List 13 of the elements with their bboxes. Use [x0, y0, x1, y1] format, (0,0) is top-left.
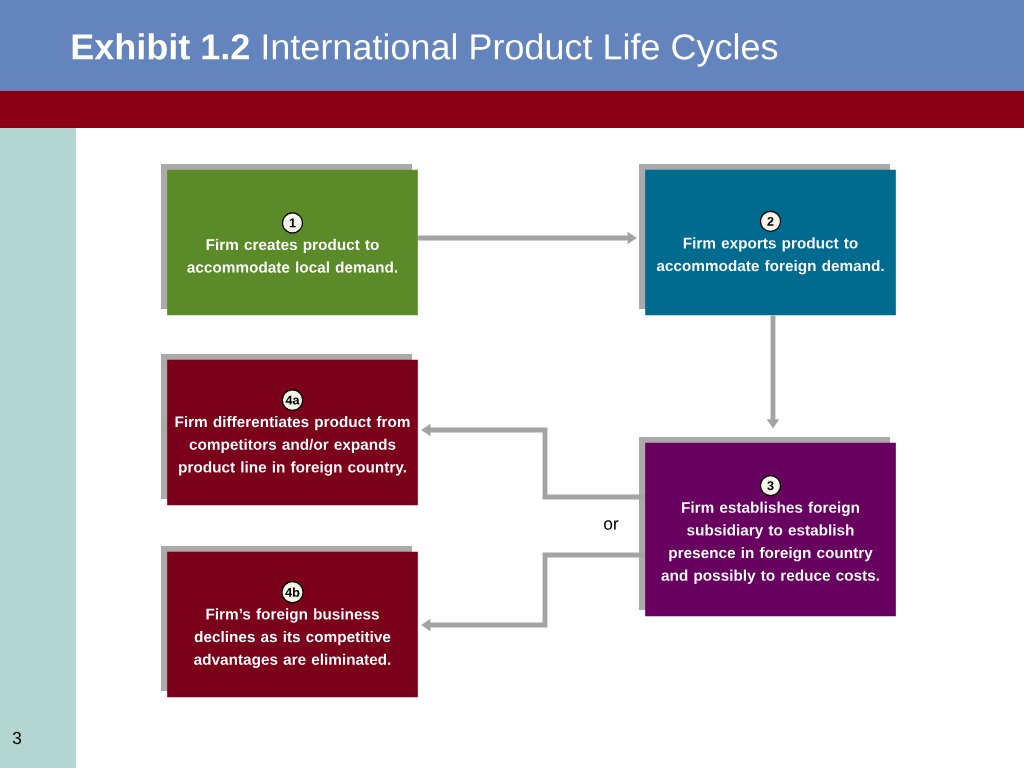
step-number: 4a	[281, 389, 304, 411]
step-number: 1	[281, 212, 304, 234]
title: Exhibit 1.2 International Product Life Cycles	[72, 33, 778, 67]
process-box: 4a Firm differentiates product from competitors and/or expands product line in foreign country.	[161, 354, 418, 506]
connector-label: or	[604, 520, 619, 530]
process-box: 4b Firm’s foreign business declines as its competitive advantages are eliminated.	[161, 546, 418, 698]
step-number: 3	[759, 475, 782, 497]
process-box: 3 Firm establishes foreign subsidiary to establish presence in foreign country and possibly to reduce costs.	[639, 437, 896, 617]
step-number: 2	[759, 210, 782, 232]
step-number: 4b	[281, 581, 304, 604]
process-box: 1 Firm creates product to accommodate local demand.	[161, 164, 418, 316]
process-box: 2 Firm exports product to accommodate foreign demand.	[639, 164, 896, 316]
slide-number: 3	[12, 731, 22, 745]
